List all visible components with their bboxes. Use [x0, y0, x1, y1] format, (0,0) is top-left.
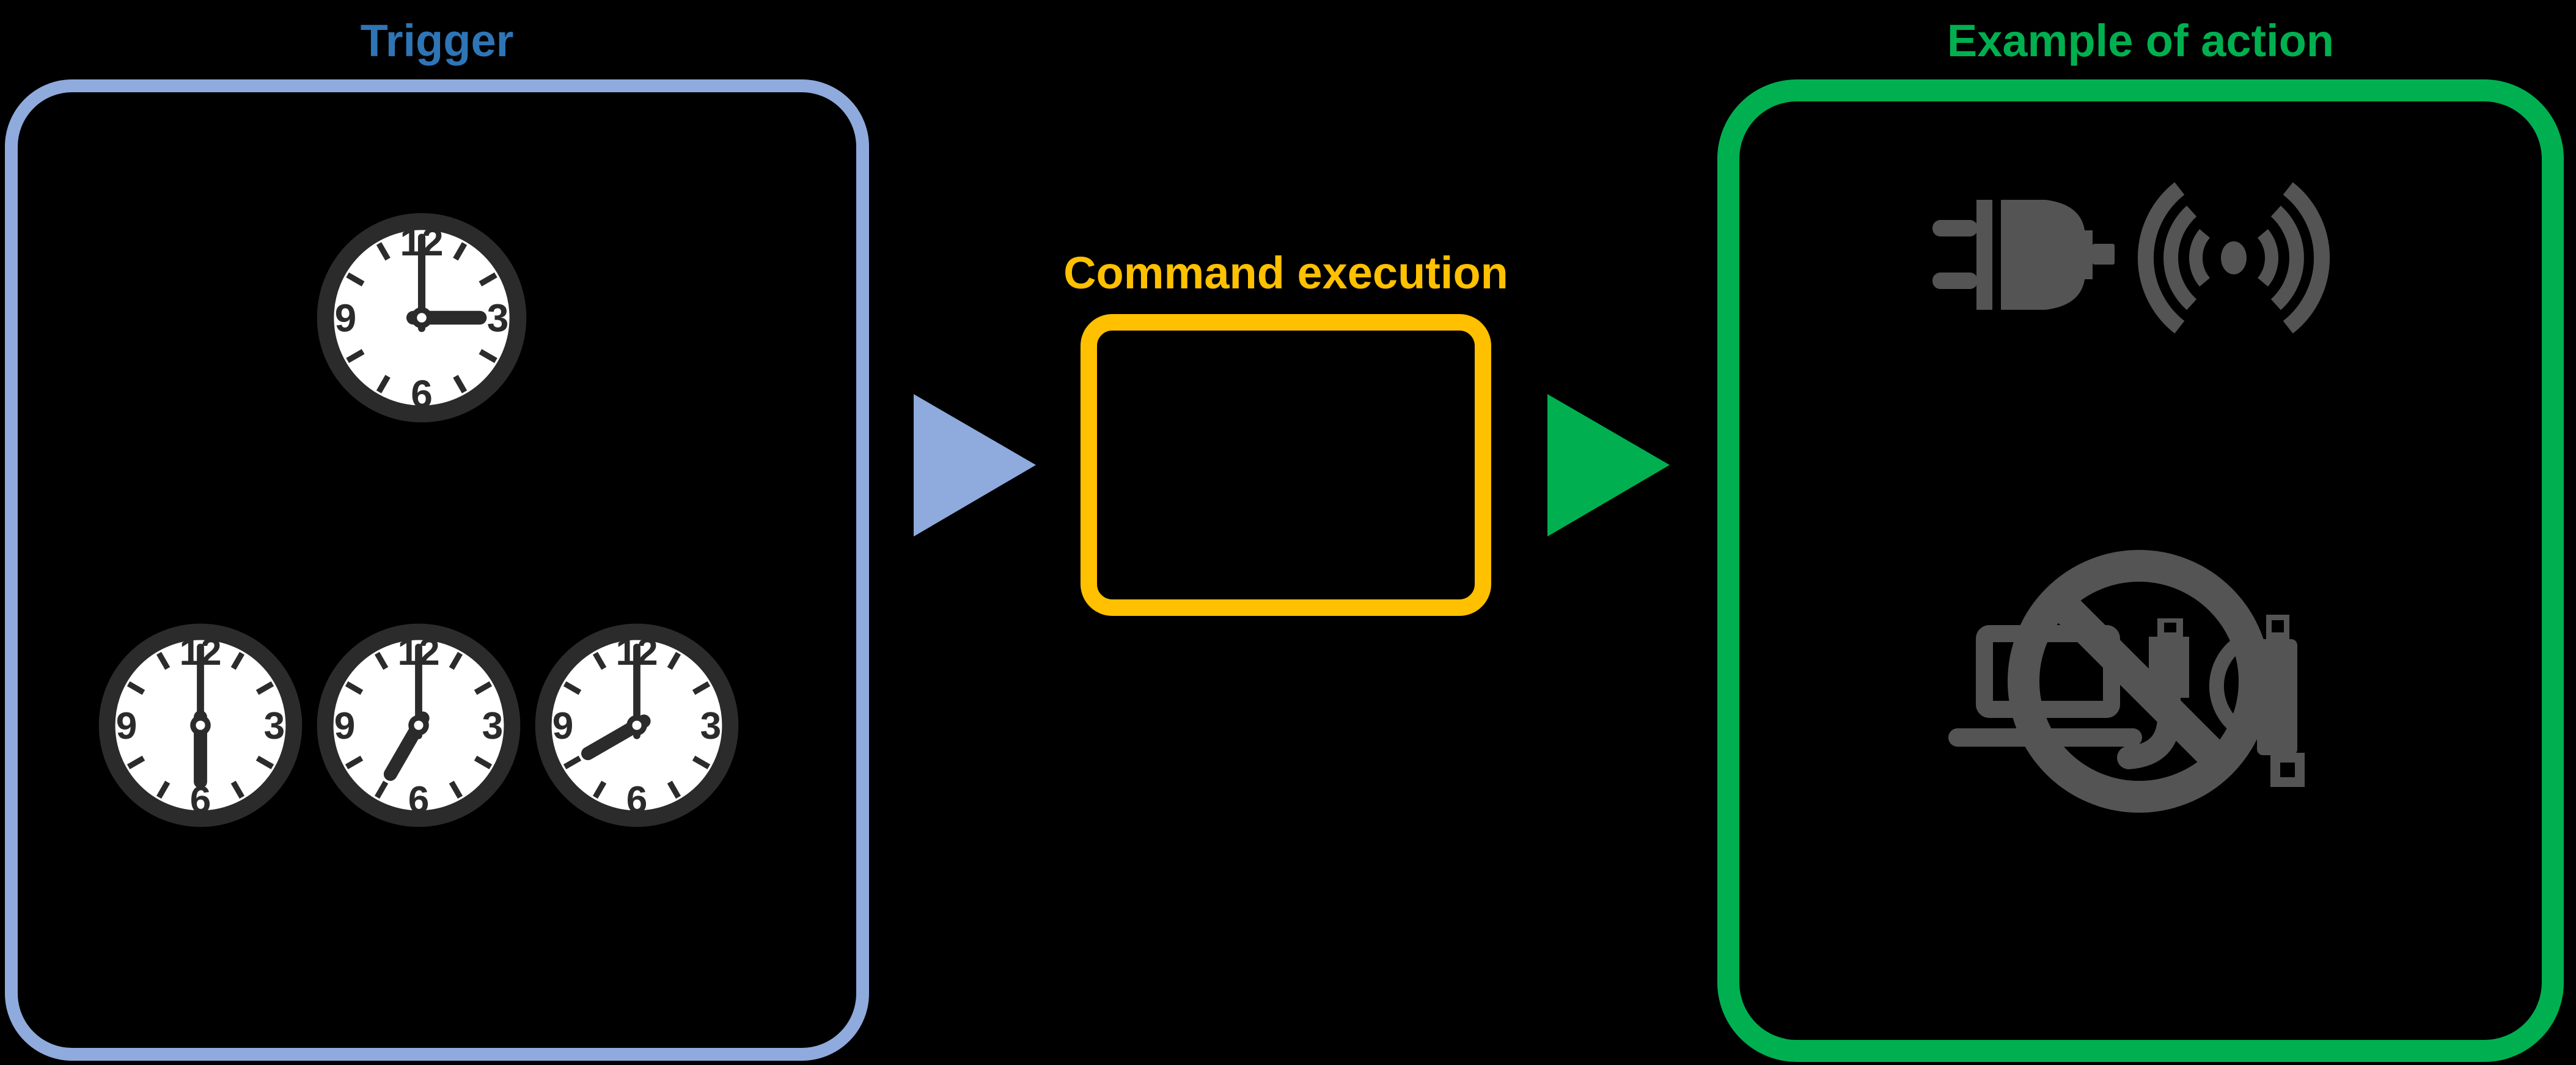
- svg-text:6: 6: [408, 779, 430, 821]
- svg-text:3: 3: [700, 705, 722, 747]
- svg-text:3: 3: [264, 705, 285, 747]
- command-section-title: Command execution: [1063, 247, 1508, 298]
- analog-clock-7:00: 12369: [317, 623, 521, 827]
- wireless-signal-icon: [2136, 178, 2332, 337]
- no-devices-prohibition-icon: [1947, 543, 2307, 827]
- svg-text:9: 9: [335, 296, 357, 340]
- svg-text:3: 3: [482, 705, 504, 747]
- right-arrow-icon: [914, 394, 1036, 536]
- analog-clock-3:00: 12369: [317, 213, 527, 423]
- analog-clock-8:00: 12369: [535, 623, 739, 827]
- clock-icon-3oclock: 12369: [316, 212, 527, 423]
- arrow-trigger-to-command: [914, 394, 1036, 536]
- svg-text:6: 6: [626, 779, 648, 821]
- svg-text:6: 6: [411, 372, 433, 416]
- trigger-box: [5, 79, 869, 1061]
- clock-icon-6oclock: 12369: [98, 623, 303, 828]
- example-of-action-box: [1717, 79, 2564, 1062]
- arrow-command-to-action: [1547, 394, 1670, 536]
- analog-clock-6:00: 12369: [98, 623, 303, 827]
- svg-text:9: 9: [116, 705, 138, 747]
- right-arrow-icon: [1547, 394, 1670, 536]
- command-execution-box: [1081, 314, 1491, 616]
- svg-text:9: 9: [334, 705, 356, 747]
- clock-icon-8oclock: 12369: [534, 623, 739, 828]
- power-plug-icon: [1932, 200, 2116, 310]
- svg-text:9: 9: [552, 705, 574, 747]
- clock-icon-7oclock: 12369: [316, 623, 521, 828]
- action-section-title: Example of action: [1947, 15, 2335, 66]
- trigger-section-title: Trigger: [360, 15, 514, 66]
- svg-text:3: 3: [487, 296, 509, 340]
